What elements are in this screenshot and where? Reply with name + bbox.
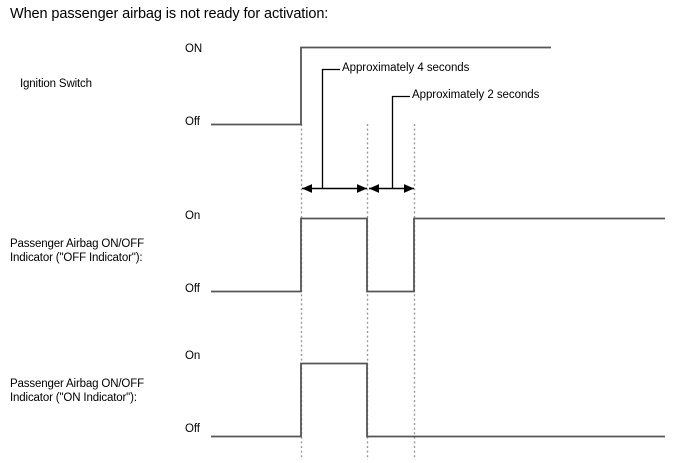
signal-label-off-indicator: Passenger Airbag ON/OFF Indicator ("OFF …: [10, 238, 144, 264]
level-label-ignition-off: Off: [185, 116, 200, 128]
level-label-on-indicator-off: Off: [185, 423, 200, 435]
level-label-off-indicator-on: On: [185, 210, 201, 222]
signal-label-ignition-switch: Ignition Switch: [20, 78, 92, 90]
level-label-on-indicator-on: On: [185, 350, 201, 362]
page-title: When passenger airbag is not ready for a…: [10, 6, 329, 22]
leader-line-approx-2-seconds: [391, 95, 410, 188]
waveform-ignition-switch: [211, 46, 551, 126]
level-label-ignition-on: ON: [185, 43, 203, 55]
signal-label-on-indicator: Passenger Airbag ON/OFF Indicator ("ON I…: [10, 378, 144, 404]
waveform-off-indicator: [211, 217, 665, 293]
time-marker-guides: [300, 124, 416, 460]
leader-line-approx-4-seconds: [321, 68, 340, 188]
annotation-approx-2-seconds: Approximately 2 seconds: [412, 89, 540, 101]
annotation-approx-4-seconds: Approximately 4 seconds: [342, 62, 470, 74]
level-label-off-indicator-off: Off: [185, 283, 200, 295]
waveform-on-indicator: [211, 362, 665, 438]
